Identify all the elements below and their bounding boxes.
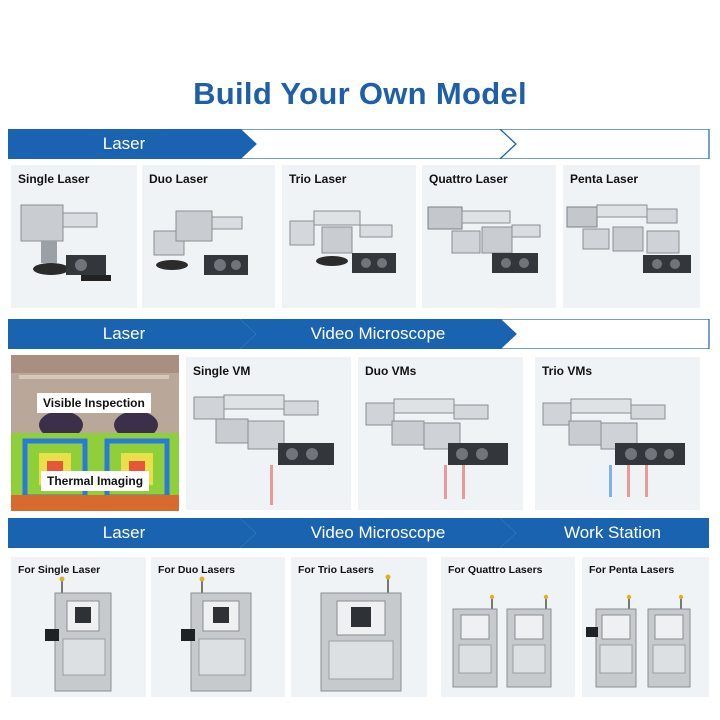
laser-module-icon [20,204,111,281]
row3-band: Laser Video Microscope Work Station [8,518,710,548]
band-step-laser: Laser [102,523,146,542]
workstation-card-penta[interactable]: For Penta Lasers [582,557,709,697]
workstation-cabinet-icon [181,576,252,692]
band-step-3 [516,319,709,349]
vm-option-label: Single VM [193,364,251,378]
workstation-card-duo[interactable]: For Duo Lasers [151,557,285,697]
band-step-video-microscope: Video Microscope [310,523,446,542]
laser-option-label: Duo Laser [149,172,208,186]
row2-band: Laser Video Microscope [8,319,710,349]
workstation-cabinet-icon [45,576,112,692]
row1-band: Laser [8,129,710,159]
laser-module-icon [427,206,541,273]
laser-card-trio[interactable]: Trio Laser [282,165,416,308]
laser-module-icon [153,210,248,275]
band-step-2 [256,129,500,159]
vm-option-label: Trio VMs [542,364,593,378]
row3-band-arrows [8,518,709,548]
vm-card-trio[interactable]: Trio VMs [535,357,700,510]
band-step-3 [516,129,709,159]
laser-card-quattro[interactable]: Quattro Laser [422,165,556,308]
workstation-cabinet-icon [320,574,402,692]
thermal-imaging-label: Thermal Imaging [41,471,150,491]
workstation-card-single[interactable]: For Single Laser [11,557,146,697]
workstation-option-label: For Duo Lasers [158,564,236,576]
workstation-option-label: For Quattro Lasers [448,564,543,576]
laser-option-label: Quattro Laser [429,172,508,186]
page-title: Build Your Own Model [193,76,527,111]
laser-option-label: Single Laser [18,172,90,186]
laser-option-label: Trio Laser [289,172,347,186]
vm-module-icon [365,398,508,499]
band-step-work-station: Work Station [563,523,661,542]
row1-band-arrows [8,129,710,159]
workstation-option-label: For Penta Lasers [589,564,675,576]
laser-module-icon [566,204,691,273]
vm-module-icon [193,394,334,505]
laser-card-penta[interactable]: Penta Laser [563,165,700,308]
laser-card-duo[interactable]: Duo Laser [142,165,275,308]
workstation-cabinet-icon [452,594,552,688]
laser-option-label: Penta Laser [570,172,639,186]
workstation-option-label: For Single Laser [18,564,101,576]
row2-band-arrows [8,319,710,349]
inspection-image: Visible Inspection Thermal Imaging [11,355,179,511]
band-step-video-microscope: Video Microscope [310,324,446,343]
band-step-laser: Laser [102,324,146,343]
vm-card-single[interactable]: Single VM [186,357,351,510]
workstation-cabinet-icon [586,594,691,688]
visible-inspection-label: Visible Inspection [37,393,151,413]
laser-card-single[interactable]: Single Laser [11,165,137,308]
workstation-card-trio[interactable]: For Trio Lasers [291,557,427,697]
workstation-card-quattro[interactable]: For Quattro Lasers [441,557,575,697]
laser-module-icon [289,210,396,273]
band-step-laser: Laser [102,134,146,153]
vm-option-label: Duo VMs [365,364,417,378]
workstation-option-label: For Trio Lasers [298,564,374,576]
vm-card-duo[interactable]: Duo VMs [358,357,523,510]
vm-module-icon [542,398,685,497]
